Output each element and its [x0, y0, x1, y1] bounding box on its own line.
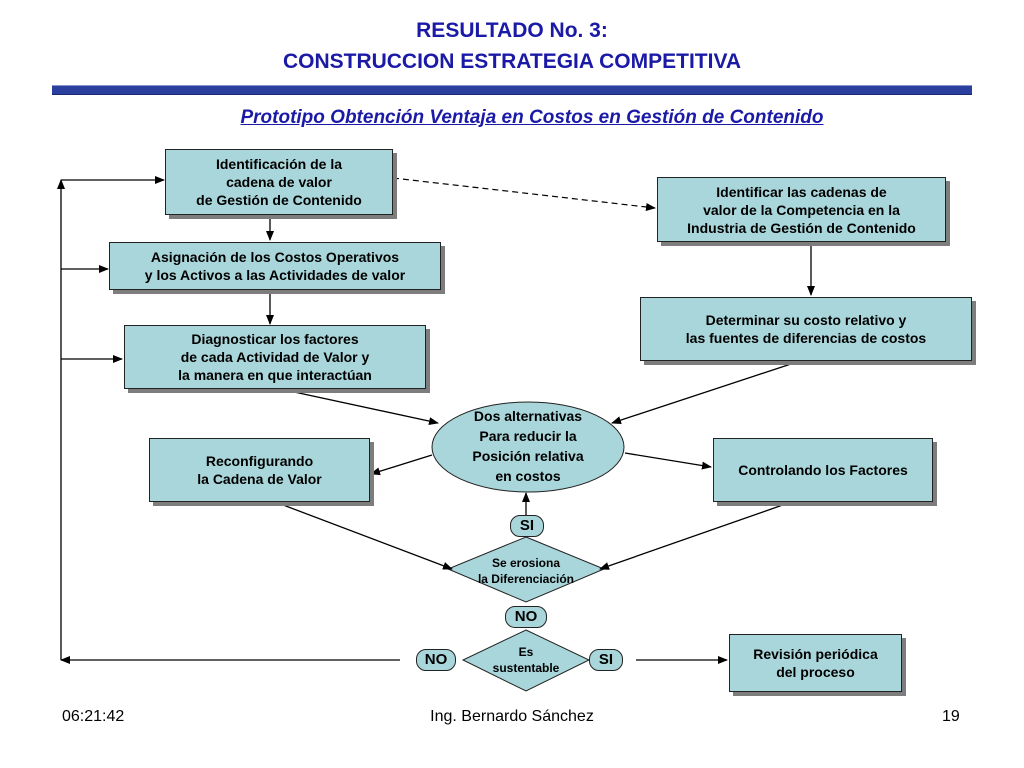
identify-competitors-label: Identificar las cadenas de valor de la C… [687, 183, 916, 236]
assign-costs-box: Asignación de los Costos Operativos y lo… [109, 242, 441, 290]
periodic-review-label: Revisión periódica del proceso [753, 646, 878, 680]
identify-value-chain-label: Identificación de la cadena de valor de … [196, 156, 362, 208]
reconfigure-chain-box: Reconfigurando la Cadena de Valor [149, 438, 370, 502]
relative-cost-box: Determinar su costo relativo y las fuent… [640, 297, 972, 361]
identify-competitors-box: Identificar las cadenas de valor de la C… [657, 177, 946, 242]
slide-title-line-2: CONSTRUCCION ESTRATEGIA COMPETITIVA [282, 50, 742, 73]
connector-diagnose-to-oval [284, 389, 439, 426]
si-label-top: SI [510, 515, 544, 537]
connector-relative-to-oval [611, 360, 801, 424]
assign-costs-label: Asignación de los Costos Operativos y lo… [144, 249, 406, 283]
erosion-decision-diamond [446, 536, 606, 603]
sustainable-decision-diamond [461, 629, 591, 692]
diagnose-factors-box: Diagnosticar los factores de cada Activi… [124, 325, 426, 389]
connector-dashed-to-competitors [392, 177, 656, 211]
control-factors-box: Controlando los Factores [713, 438, 933, 502]
si-label-right: SI [589, 649, 623, 671]
connector-control-to-erosion [599, 499, 798, 570]
footer-author: Ing. Bernardo Sánchez [430, 708, 594, 725]
diagnose-factors-label: Diagnosticar los factores de cada Activi… [178, 331, 372, 383]
connector-oval-to-reconfigure [370, 454, 433, 476]
connector-reconfigure-to-erosion [269, 499, 453, 570]
periodic-review-box: Revisión periódica del proceso [729, 634, 902, 692]
control-factors-label: Controlando los Factores [738, 462, 908, 478]
slide-subtitle: Prototipo Obtención Ventaja en Costos en… [240, 107, 824, 128]
reconfigure-chain-label: Reconfigurando la Cadena de Valor [197, 453, 322, 487]
title-divider [52, 85, 972, 95]
alternatives-oval-label: Dos alternativas Para reducir la Posició… [472, 408, 584, 484]
relative-cost-label: Determinar su costo relativo y las fuent… [685, 312, 927, 346]
sustainable-question-label: Es sustentable [492, 645, 560, 675]
no-label-middle: NO [505, 606, 547, 628]
no-label-left: NO [416, 649, 456, 671]
connector-oval-to-control [624, 452, 712, 470]
footer-time: 06:21:42 [62, 708, 125, 725]
footer-page-number: 19 [942, 708, 960, 725]
erosion-question-label: Se erosiona la Diferenciación [477, 556, 575, 586]
slide-title-line-1: RESULTADO No. 3: [416, 19, 608, 42]
identify-value-chain-box: Identificación de la cadena de valor de … [165, 149, 393, 215]
